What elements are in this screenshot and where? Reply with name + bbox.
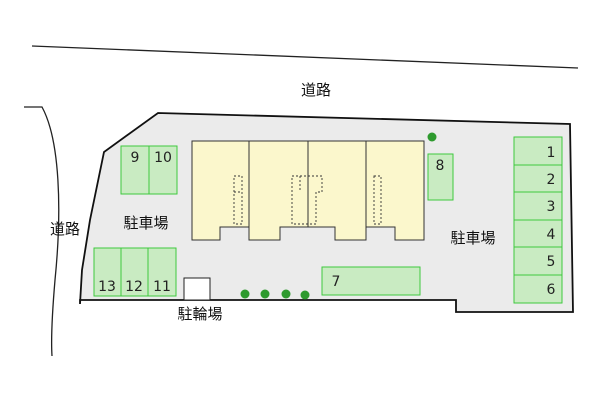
parking-space-13 [93,247,122,297]
parking-space-11 [147,247,177,297]
parking-area-label-right: 駐車場 [450,229,495,247]
road-label-top: 道路 [301,81,331,99]
parking-label-10: 10 [154,150,172,166]
parking-group-top-left: 9 10 [120,145,178,195]
tree-icon [427,132,437,142]
entrance-mark-3 [373,175,382,225]
parking-label-3: 3 [547,199,556,215]
parking-space-7 [321,266,421,296]
bicycle-parking-box [183,277,211,301]
parking-label-7: 7 [332,274,341,290]
parking-group-bottom-left: 13 12 11 [93,247,177,297]
parking-space-12 [120,247,149,297]
building [191,140,425,241]
building-unit-3 [307,140,367,241]
tree-icon [281,289,291,299]
building-unit-1 [191,140,250,241]
building-unit-2 [248,140,309,241]
building-unit-4 [365,140,425,241]
parking-label-9: 9 [131,150,140,166]
parking-space-1 [513,136,563,166]
parking-label-2: 2 [547,172,556,188]
parking-space-4 [513,219,563,248]
parking-space-3 [513,191,563,221]
left-road-edge [24,106,60,357]
parking-label-13: 13 [98,279,116,295]
parking-area-label-left: 駐車場 [123,214,168,232]
entrance-mark-2 [291,175,323,225]
trees [240,132,437,300]
parking-label-12: 12 [125,279,143,295]
parking-label-1: 1 [547,145,556,161]
parking-label-5: 5 [547,254,556,270]
parking-space-8 [427,153,454,201]
parking-label-11: 11 [153,279,171,295]
parking-space-6 [513,274,563,304]
parking-group-right: 1 2 3 4 5 6 [513,136,563,304]
road-label-left: 道路 [50,220,80,238]
parking-label-8: 8 [436,158,445,174]
top-road-edge [31,45,579,69]
parking-label-6: 6 [547,282,556,298]
parking-space-10 [148,145,178,195]
tree-icon [260,289,270,299]
entrance-mark-1 [233,175,243,225]
tree-icon [240,289,250,299]
tree-icon [300,290,310,300]
bicycle-parking-label: 駐輪場 [177,305,222,323]
parking-label-4: 4 [547,227,556,243]
